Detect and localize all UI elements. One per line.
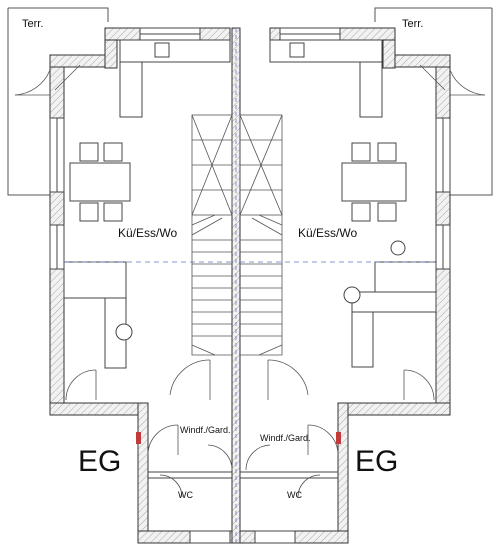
room-label-vestibule-right: Windf./Gard. (260, 433, 311, 443)
room-label-vestibule-left: Windf./Gard. (180, 425, 231, 435)
room-label-living-right: Kü/Ess/Wo (298, 226, 358, 240)
kitchen-counters (119, 39, 383, 118)
terrace-label-right: Terr. (402, 18, 424, 30)
windows (49, 27, 451, 544)
terrace-doors (14, 64, 486, 96)
room-label-wc-left: WC (178, 490, 193, 500)
entrance-markers (136, 432, 341, 444)
terrace-label-left: Terr. (22, 18, 44, 30)
staircase-right (239, 114, 283, 356)
vestibule-partitions (148, 471, 338, 479)
terrace-left (7, 7, 109, 196)
staircase-left (191, 114, 233, 356)
floor-label-right: EG (355, 445, 399, 478)
room-label-wc-right: WC (287, 490, 302, 500)
floor-label-left: EG (78, 445, 122, 478)
dining-set-right (341, 142, 407, 222)
room-label-living-left: Kü/Ess/Wo (118, 226, 178, 240)
terrace-right (374, 7, 493, 196)
dining-set-left (69, 142, 131, 222)
living-furniture (63, 240, 437, 369)
interior-doors (65, 359, 435, 498)
